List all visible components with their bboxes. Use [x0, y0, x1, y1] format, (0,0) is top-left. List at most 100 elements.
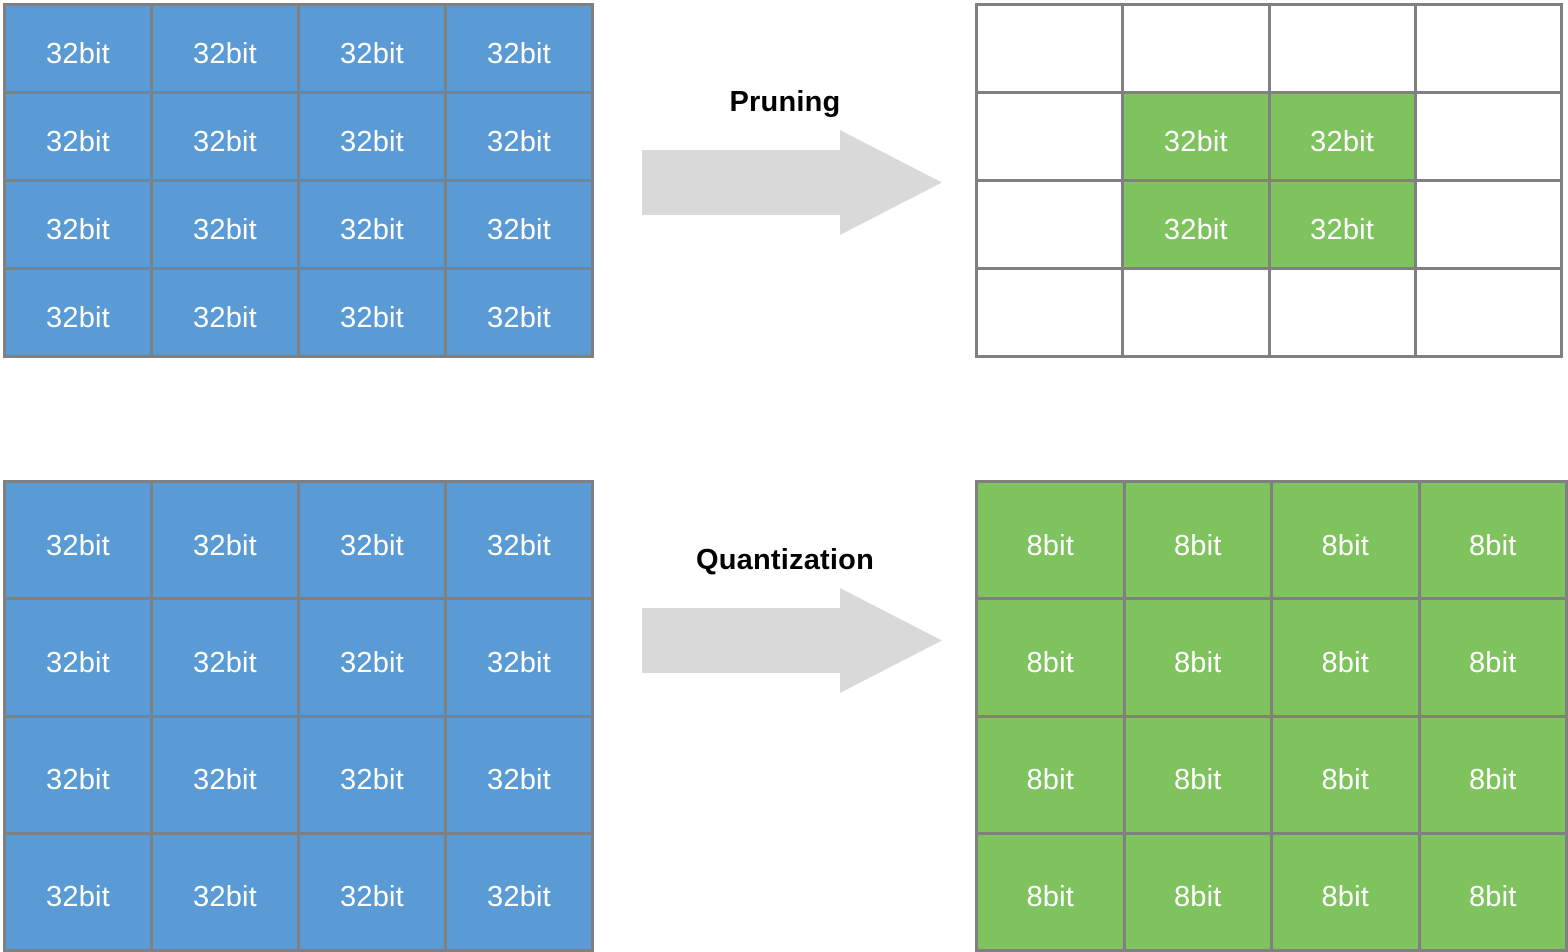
matrix-cell-r4-c3: 8bit: [1273, 834, 1418, 949]
matrix-cell-r1-c2: 8bit: [1125, 483, 1270, 598]
matrix-cell-r1-c2: [1124, 6, 1268, 91]
matrix-cell-r4-c3: 32bit: [300, 270, 444, 355]
matrix-cell-r2-c1: [978, 94, 1122, 179]
matrix-cell-label: 32bit: [1163, 214, 1228, 246]
matrix-cell-label: 8bit: [1321, 646, 1370, 679]
matrix-cell-label: 8bit: [1173, 646, 1222, 679]
matrix-cell-r1-c4: 32bit: [447, 483, 591, 598]
matrix-cell-r4-c1: [978, 270, 1122, 355]
matrix-cell-label: 8bit: [1468, 646, 1517, 679]
quantization-transform-group: Quantization: [630, 530, 960, 730]
pruning-label: Pruning: [729, 86, 841, 118]
matrix-cell-label: 32bit: [340, 126, 404, 158]
matrix-cell-r3-c4: 8bit: [1420, 717, 1565, 832]
matrix-cell-label: 8bit: [1321, 529, 1370, 562]
matrix-cell-r4-c4: 32bit: [447, 270, 591, 355]
matrix-cell-label: 32bit: [1163, 126, 1228, 158]
matrix-cell-r3-c3: 8bit: [1273, 717, 1418, 832]
matrix-cell-r2-c4: 8bit: [1420, 600, 1565, 715]
matrix-cell-r2-c1: 32bit: [6, 600, 150, 715]
matrix-cell-label: 32bit: [193, 646, 257, 679]
matrix-cell-r3-c3: 32bit: [300, 182, 444, 267]
matrix-cell-label: 32bit: [193, 302, 257, 334]
matrix-cell-r1-c3: 32bit: [300, 483, 444, 598]
matrix-cell-r3-c4: [1416, 182, 1560, 267]
matrix-cell-r2-c3: 32bit: [300, 600, 444, 715]
matrix-cell-label: 32bit: [340, 764, 404, 797]
matrix-cell-r1-c1: 32bit: [6, 6, 150, 91]
matrix-cell-r2-c1: 32bit: [6, 94, 150, 179]
matrix-cell-label: 32bit: [340, 214, 404, 246]
matrix-cell-r2-c2: 32bit: [153, 600, 297, 715]
right-arrow-icon: [642, 130, 942, 235]
matrix-cell-r4-c3: 32bit: [300, 834, 444, 949]
matrix-cell-r4-c2: [1124, 270, 1268, 355]
matrix-cell-r1-c3: 32bit: [300, 6, 444, 91]
matrix-cell-label: 8bit: [1026, 881, 1075, 914]
matrix-cell-r4-c2: 32bit: [153, 270, 297, 355]
matrix-cell-r2-c3: 8bit: [1273, 600, 1418, 715]
matrix-cell-r4-c4: 32bit: [447, 834, 591, 949]
matrix-cell-r4-c1: 32bit: [6, 834, 150, 949]
matrix-cell-label: 32bit: [46, 646, 110, 679]
matrix-cell-r2-c2: 32bit: [1124, 94, 1268, 179]
matrix-cell-r4-c4: 8bit: [1420, 834, 1565, 949]
matrix-cell-label: 32bit: [46, 214, 110, 246]
matrix-cell-r3-c2: 32bit: [1124, 182, 1268, 267]
matrix-cell-r1-c1: [978, 6, 1122, 91]
matrix-cell-label: 32bit: [193, 764, 257, 797]
matrix-cell-r3-c2: 32bit: [153, 182, 297, 267]
matrix-cell-r2-c4: [1416, 94, 1560, 179]
matrix-cell-label: 32bit: [193, 214, 257, 246]
matrix-cell-r1-c4: [1416, 6, 1560, 91]
matrix-cell-label: 32bit: [487, 302, 551, 334]
matrix-cell-r1-c2: 32bit: [153, 483, 297, 598]
matrix-cell-r3-c3: 32bit: [300, 717, 444, 832]
matrix-cell-label: 32bit: [487, 764, 551, 797]
matrix-cell-r2-c1: 8bit: [978, 600, 1123, 715]
matrix-cell-r4-c1: 8bit: [978, 834, 1123, 949]
right-arrow-icon: [642, 588, 942, 693]
matrix-cell-r3-c2: 8bit: [1125, 717, 1270, 832]
matrix-cell-label: 32bit: [1310, 214, 1375, 246]
matrix-cell-r4-c2: 32bit: [153, 834, 297, 949]
matrix-cell-label: 32bit: [340, 302, 404, 334]
matrix-cell-label: 32bit: [46, 529, 110, 562]
matrix-cell-label: 32bit: [487, 214, 551, 246]
matrix-cell-label: 32bit: [487, 646, 551, 679]
matrix-cell-label: 32bit: [46, 881, 110, 914]
matrix-cell-r4-c3: [1270, 270, 1414, 355]
matrix-cell-label: 32bit: [193, 881, 257, 914]
matrix-cell-r3-c3: 32bit: [1270, 182, 1414, 267]
matrix-cell-r3-c1: [978, 182, 1122, 267]
matrix-cell-label: 32bit: [46, 302, 110, 334]
matrix-cell-r1-c3: [1270, 6, 1414, 91]
matrix-cell-label: 32bit: [340, 529, 404, 562]
matrix-cell-r2-c4: 32bit: [447, 94, 591, 179]
matrix-cell-r1-c1: 8bit: [978, 483, 1123, 598]
matrix-cell-r1-c4: 32bit: [447, 6, 591, 91]
matrix-cell-label: 32bit: [193, 38, 257, 70]
matrix-cell-label: 32bit: [1310, 126, 1375, 158]
matrix-cell-label: 32bit: [487, 38, 551, 70]
matrix-cell-label: 32bit: [487, 881, 551, 914]
matrix-cell-r2-c2: 8bit: [1125, 600, 1270, 715]
matrix-cell-r3-c1: 8bit: [978, 717, 1123, 832]
matrix-cell-label: 8bit: [1468, 529, 1517, 562]
matrix-cell-label: 32bit: [193, 529, 257, 562]
matrix-cell-label: 8bit: [1026, 529, 1075, 562]
matrix-cell-r2-c3: 32bit: [1270, 94, 1414, 179]
matrix-cell-label: 32bit: [46, 764, 110, 797]
quantization-label: Quantization: [695, 544, 874, 576]
matrix-cell-label: 8bit: [1026, 646, 1075, 679]
matrix-cell-r4-c2: 8bit: [1125, 834, 1270, 949]
matrix-cell-r1-c3: 8bit: [1273, 483, 1418, 598]
matrix-cell-label: 32bit: [487, 126, 551, 158]
matrix-cell-label: 8bit: [1173, 881, 1222, 914]
matrix-cell-r4-c4: [1416, 270, 1560, 355]
matrix-cell-label: 8bit: [1468, 881, 1517, 914]
